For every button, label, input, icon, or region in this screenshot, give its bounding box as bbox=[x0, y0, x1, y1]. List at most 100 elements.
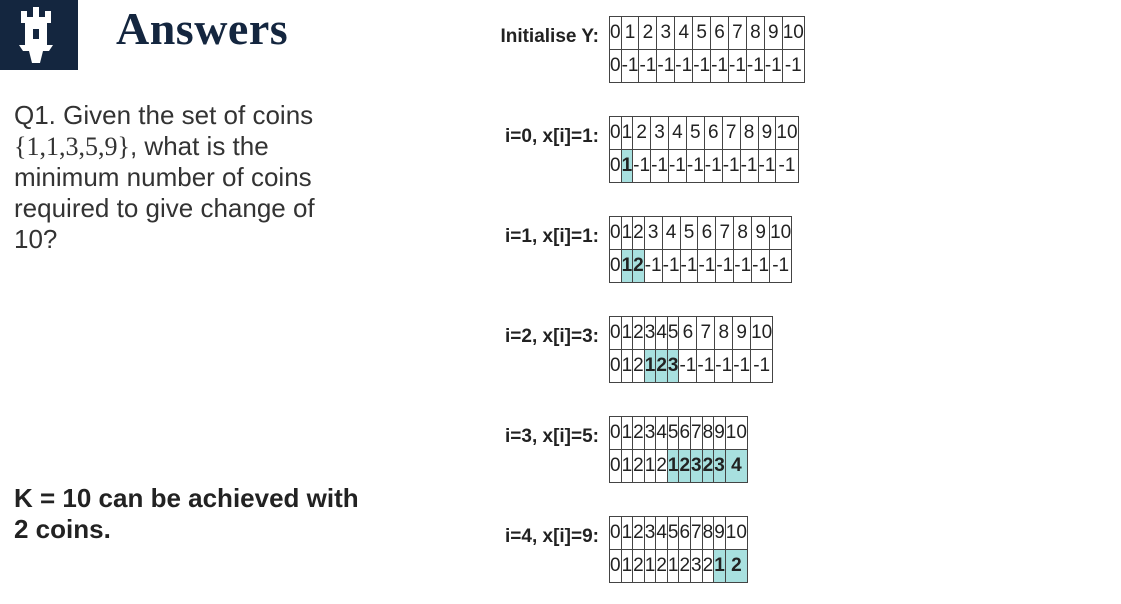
index-cell: 2 bbox=[632, 216, 645, 250]
index-cell: 4 bbox=[674, 16, 694, 50]
value-cell: 2 bbox=[655, 549, 668, 583]
index-cell: 6 bbox=[703, 116, 723, 150]
index-cell: 9 bbox=[757, 116, 777, 150]
question-suffix: , what is the minimum number of coins re… bbox=[14, 131, 315, 254]
index-cell: 3 bbox=[643, 216, 663, 250]
index-cell: 10 bbox=[750, 316, 774, 350]
value-cell: 0 bbox=[609, 349, 622, 383]
value-cell: 2 bbox=[655, 349, 668, 383]
step-label: Initialise Y: bbox=[500, 26, 599, 47]
value-cell: -1 bbox=[674, 49, 694, 83]
value-cell: -1 bbox=[714, 349, 734, 383]
value-cell: 1 bbox=[620, 549, 634, 583]
index-cell: 5 bbox=[666, 516, 680, 550]
index-cell: 6 bbox=[678, 516, 692, 550]
index-cell: 5 bbox=[679, 216, 699, 250]
value-cell: 1 bbox=[620, 149, 634, 183]
value-cell: 0 bbox=[609, 49, 622, 83]
value-cell: -1 bbox=[643, 249, 663, 283]
value-cell: -1 bbox=[696, 349, 716, 383]
value-cell: -1 bbox=[667, 149, 687, 183]
question-prefix: Q1. Given the set of coins bbox=[14, 100, 314, 130]
castle-crest-icon bbox=[19, 7, 53, 63]
value-cell: 0 bbox=[609, 549, 622, 583]
value-cell: 1 bbox=[666, 449, 680, 483]
value-cell: -1 bbox=[692, 49, 712, 83]
value-cell: -1 bbox=[739, 149, 759, 183]
value-cell: 0 bbox=[609, 449, 622, 483]
index-cell: 8 bbox=[714, 316, 734, 350]
index-cell: 7 bbox=[690, 416, 703, 450]
index-cell: 3 bbox=[643, 516, 657, 550]
value-cell: 3 bbox=[666, 349, 680, 383]
index-cell: 4 bbox=[655, 516, 668, 550]
index-cell: 1 bbox=[620, 116, 634, 150]
index-cell: 10 bbox=[724, 416, 748, 450]
index-cell: 9 bbox=[713, 416, 726, 450]
index-cell: 9 bbox=[713, 516, 726, 550]
index-cell: 6 bbox=[678, 416, 692, 450]
index-cell: 0 bbox=[609, 216, 622, 250]
step-label: i=4, x[i]=9: bbox=[505, 526, 599, 547]
value-cell: 2 bbox=[655, 449, 668, 483]
value-cell: 1 bbox=[620, 349, 634, 383]
index-cell: 9 bbox=[763, 16, 783, 50]
value-cell: -1 bbox=[661, 249, 681, 283]
index-cell: 4 bbox=[655, 416, 668, 450]
index-cell: 1 bbox=[620, 516, 634, 550]
value-cell: -1 bbox=[715, 249, 735, 283]
index-cell: 0 bbox=[609, 116, 622, 150]
index-cell: 7 bbox=[728, 16, 747, 50]
value-cell: 2 bbox=[701, 549, 715, 583]
value-cell: 2 bbox=[632, 349, 645, 383]
index-cell: 1 bbox=[620, 416, 634, 450]
index-cell: 8 bbox=[701, 516, 715, 550]
index-cell: 7 bbox=[690, 516, 703, 550]
index-cell: 2 bbox=[632, 516, 645, 550]
index-cell: 7 bbox=[721, 116, 741, 150]
value-cell: -1 bbox=[775, 149, 799, 183]
index-cell: 6 bbox=[678, 316, 698, 350]
index-cell: 8 bbox=[701, 416, 715, 450]
question-text: Q1. Given the set of coins {1,1,3,5,9}, … bbox=[14, 100, 364, 255]
value-cell: 2 bbox=[678, 549, 692, 583]
value-cell: 1 bbox=[643, 349, 657, 383]
value-cell: -1 bbox=[745, 49, 765, 83]
value-cell: -1 bbox=[751, 249, 771, 283]
index-cell: 3 bbox=[650, 116, 669, 150]
index-cell: 6 bbox=[697, 216, 717, 250]
value-cell: -1 bbox=[697, 249, 717, 283]
index-cell: 8 bbox=[745, 16, 765, 50]
step-label: i=3, x[i]=5: bbox=[505, 426, 599, 447]
value-cell: 3 bbox=[713, 449, 726, 483]
index-cell: 5 bbox=[666, 416, 680, 450]
index-cell: 5 bbox=[692, 16, 712, 50]
value-cell: -1 bbox=[728, 49, 747, 83]
value-cell: -1 bbox=[732, 349, 752, 383]
index-cell: 10 bbox=[724, 516, 748, 550]
value-cell: 2 bbox=[632, 549, 645, 583]
index-cell: 4 bbox=[655, 316, 668, 350]
index-cell: 3 bbox=[643, 416, 657, 450]
index-cell: 3 bbox=[656, 16, 676, 50]
value-cell: -1 bbox=[733, 249, 753, 283]
page-title: Answers bbox=[116, 3, 289, 54]
value-cell: 1 bbox=[643, 449, 657, 483]
value-cell: -1 bbox=[620, 49, 640, 83]
index-cell: 10 bbox=[775, 116, 799, 150]
value-cell: -1 bbox=[703, 149, 723, 183]
value-cell: 0 bbox=[609, 149, 622, 183]
index-cell: 4 bbox=[667, 116, 687, 150]
index-cell: 2 bbox=[632, 416, 645, 450]
index-cell: 8 bbox=[739, 116, 759, 150]
